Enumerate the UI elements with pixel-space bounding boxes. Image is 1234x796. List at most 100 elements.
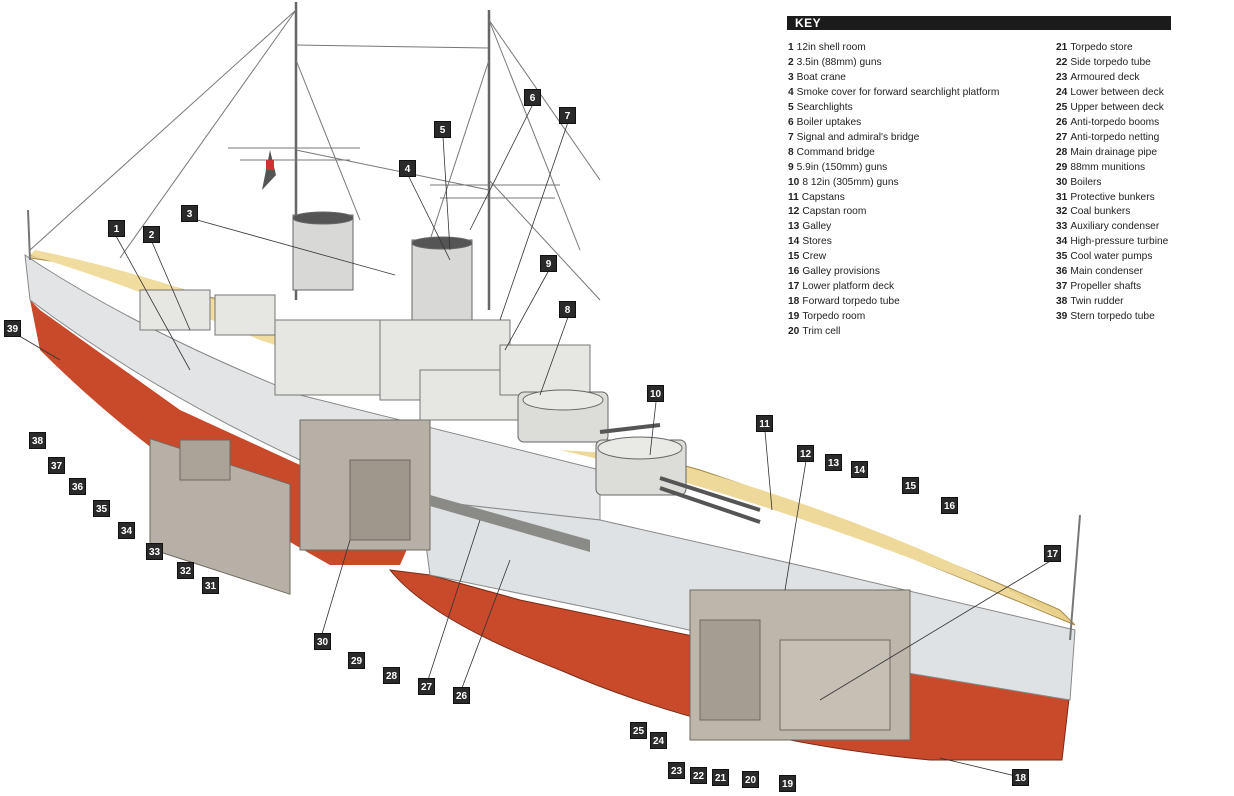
callout-13: 13	[825, 454, 842, 471]
callout-5: 5	[434, 121, 451, 138]
callout-36: 36	[69, 478, 86, 495]
callout-15: 15	[902, 477, 919, 494]
key-item-number: 28	[1056, 146, 1068, 158]
key-item-label: Anti-torpedo booms	[1070, 116, 1160, 128]
key-item-label: Torpedo room	[802, 311, 866, 323]
callout-18: 18	[1012, 769, 1029, 786]
callout-7: 7	[559, 107, 576, 124]
key-item-number: 9	[788, 161, 794, 173]
key-item-label: Command bridge	[796, 146, 875, 158]
anti-torpedo-netting	[430, 495, 590, 552]
key-item-label: Capstan room	[802, 206, 867, 218]
callout-20: 20	[742, 771, 759, 788]
callout-32: 32	[177, 562, 194, 579]
callout-28: 28	[383, 667, 400, 684]
callout-21: 21	[712, 769, 729, 786]
key-item-number: 36	[1056, 266, 1068, 278]
key-item-label: Auxiliary condenser	[1070, 221, 1160, 233]
callout-35: 35	[93, 500, 110, 517]
callout-23: 23	[668, 762, 685, 779]
key-item-number: 29	[1056, 161, 1068, 173]
key-item-number: 17	[788, 281, 800, 293]
callout-17: 17	[1044, 545, 1061, 562]
key-header: KEY	[787, 16, 1171, 30]
key-item-number: 21	[1056, 42, 1068, 53]
callout-9: 9	[540, 255, 557, 272]
callout-26: 26	[453, 687, 470, 704]
key-item-label: Propeller shafts	[1070, 281, 1142, 293]
callout-34: 34	[118, 522, 135, 539]
key-item-label: Cool water pumps	[1070, 251, 1153, 263]
callout-6: 6	[524, 89, 541, 106]
key-item-label: Signal and admiral's bridge	[796, 131, 920, 143]
callout-16: 16	[941, 497, 958, 514]
callout-39: 39	[4, 320, 21, 337]
gun-turrets	[517, 389, 761, 524]
callout-33: 33	[146, 543, 163, 560]
key-item-label: Crew	[802, 251, 827, 263]
callout-1: 1	[108, 220, 125, 237]
key-item-number: 5	[788, 101, 794, 113]
key-item-number: 23	[1056, 71, 1068, 83]
key-item-label: High-pressure turbine	[1070, 236, 1169, 248]
key-item-number: 8	[788, 146, 794, 158]
key-item-label: Torpedo store	[1070, 42, 1133, 53]
callout-4: 4	[399, 160, 416, 177]
key-item-number: 35	[1056, 251, 1068, 263]
callout-30: 30	[314, 633, 331, 650]
key-item-number: 39	[1056, 311, 1068, 323]
key-item-label: Forward torpedo tube	[802, 296, 900, 308]
key-item-number: 31	[1056, 191, 1068, 203]
callout-31: 31	[202, 577, 219, 594]
key-item-number: 12	[788, 206, 800, 218]
key-item-label: Protective bunkers	[1070, 191, 1155, 203]
key-item-number: 11	[788, 191, 799, 203]
callout-29: 29	[348, 652, 365, 669]
key-item-number: 1	[788, 42, 794, 53]
callout-37: 37	[48, 457, 65, 474]
key-item-number: 3	[788, 71, 794, 83]
callout-25: 25	[630, 722, 647, 739]
funnels	[292, 211, 473, 321]
key-item-label: Galley	[802, 221, 832, 233]
key-item-label: Coal bunkers	[1070, 206, 1131, 218]
callout-12: 12	[797, 445, 814, 462]
callout-22: 22	[690, 767, 707, 784]
key-item-number: 30	[1056, 176, 1068, 188]
callout-8: 8	[559, 301, 576, 318]
callout-3: 3	[181, 205, 198, 222]
key-item-number: 7	[788, 131, 794, 143]
key-item-label: Armoured deck	[1070, 71, 1140, 83]
callout-27: 27	[418, 678, 435, 695]
key-item-label: 8 12in (305mm) guns	[802, 176, 899, 188]
callout-14: 14	[851, 461, 868, 478]
key-item-number: 13	[788, 221, 800, 233]
key-item-label: Capstans	[801, 191, 845, 203]
key-item-number: 22	[1056, 56, 1068, 68]
key-item-label: 12in shell room	[796, 42, 866, 53]
